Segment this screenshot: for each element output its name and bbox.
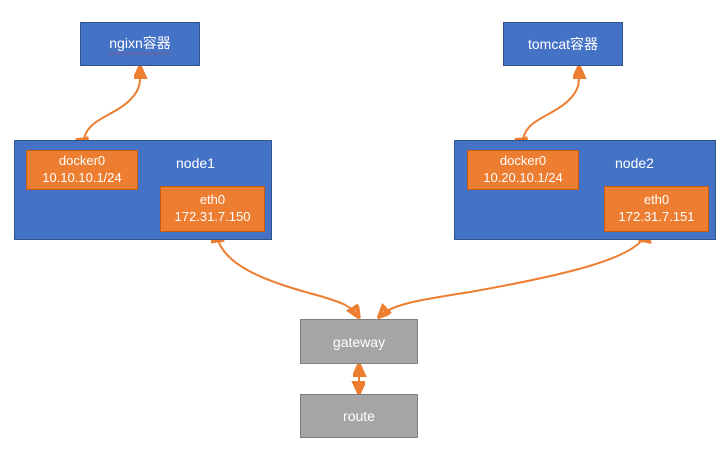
- gateway-label: gateway: [332, 333, 386, 350]
- node2-docker0-name: docker0: [499, 153, 547, 169]
- node2-eth0-address: 172.31.7.151: [618, 209, 695, 224]
- node2-eth0-name: eth0: [643, 192, 670, 208]
- node2-eth0-box[interactable]: eth0 172.31.7.151: [604, 186, 709, 232]
- node1-eth0-address: 172.31.7.150: [174, 209, 251, 224]
- node1-docker0-address: 10.10.10.1/24: [42, 170, 122, 185]
- node1-docker0-box[interactable]: docker0 10.10.10.1/24: [26, 150, 138, 190]
- link-node1-docker0-to-nginx: [84, 68, 140, 148]
- route-label: route: [343, 408, 375, 424]
- nginx-container-box[interactable]: ngixn容器: [80, 22, 200, 66]
- route-box[interactable]: route: [300, 394, 418, 438]
- link-node1-eth0-to-gateway: [216, 232, 358, 316]
- tomcat-container-box[interactable]: tomcat容器: [503, 22, 623, 66]
- link-node2-docker0-to-tomcat: [523, 68, 579, 148]
- nginx-container-label: ngixn容器: [109, 33, 171, 55]
- tomcat-container-label: tomcat容器: [527, 36, 598, 52]
- link-node2-eth0-to-gateway: [380, 232, 646, 316]
- node1-docker0-name: docker0: [58, 153, 106, 169]
- node1-eth0-box[interactable]: eth0 172.31.7.150: [160, 186, 265, 232]
- node1-eth0-name: eth0: [199, 192, 226, 208]
- gateway-box[interactable]: gateway: [300, 319, 418, 364]
- node1-label: node1: [176, 155, 215, 171]
- node2-docker0-box[interactable]: docker0 10.20.10.1/24: [467, 150, 579, 190]
- node2-docker0-address: 10.20.10.1/24: [483, 170, 563, 185]
- node2-label: node2: [615, 155, 654, 171]
